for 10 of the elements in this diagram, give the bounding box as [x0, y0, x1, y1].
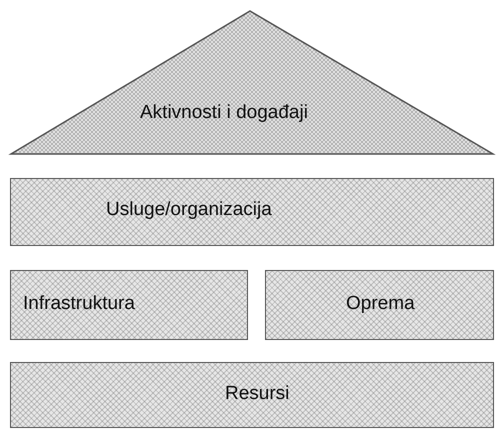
layer-box	[265, 270, 494, 340]
roof-triangle	[10, 10, 494, 155]
layer-label: Usluge/organizacija	[106, 199, 272, 221]
layer-label: Aktivnosti i događaji	[140, 102, 308, 124]
layer-box	[10, 270, 248, 340]
layer-box	[10, 178, 494, 246]
layer-label: Resursi	[225, 383, 290, 405]
layer-label: Infrastruktura	[23, 293, 135, 315]
layer-label: Oprema	[346, 293, 415, 315]
layer-box	[10, 362, 494, 428]
